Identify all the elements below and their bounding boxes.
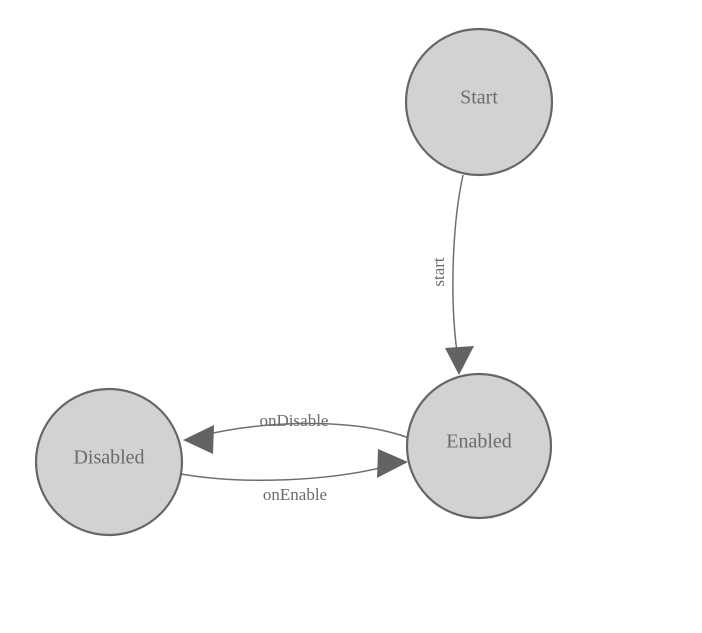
state-node-start[interactable]: Start: [404, 27, 554, 177]
transition-path-disabled-to-enabled: [180, 465, 389, 482]
transition-disabled-to-enabled[interactable]: onEnable: [180, 449, 408, 504]
state-node-circle-enabled[interactable]: [405, 372, 553, 520]
arrow-head-icon-disabled-to-enabled: [377, 449, 408, 478]
transition-start-to-enabled[interactable]: start: [429, 174, 474, 375]
arrow-head-icon-enabled-to-disabled: [183, 425, 214, 454]
state-node-circle-disabled[interactable]: [34, 387, 184, 537]
arrow-head-icon-start-to-enabled: [445, 346, 474, 375]
state-node-circle-start[interactable]: [404, 27, 554, 177]
state-node-label-start: Start: [460, 87, 498, 109]
state-node-enabled[interactable]: Enabled: [405, 372, 553, 520]
transition-label-start: start: [429, 257, 448, 287]
state-node-label-disabled: Disabled: [73, 447, 144, 469]
transition-path-enabled-to-disabled: [199, 422, 410, 439]
transition-label-onenable: onEnable: [263, 485, 327, 504]
transition-path-start-to-enabled: [452, 174, 464, 353]
transition-label-ondisable: onDisable: [260, 411, 329, 430]
transition-enabled-to-disabled[interactable]: onDisable: [183, 411, 410, 454]
state-node-label-enabled: Enabled: [446, 431, 512, 453]
state-node-disabled[interactable]: Disabled: [34, 387, 184, 537]
